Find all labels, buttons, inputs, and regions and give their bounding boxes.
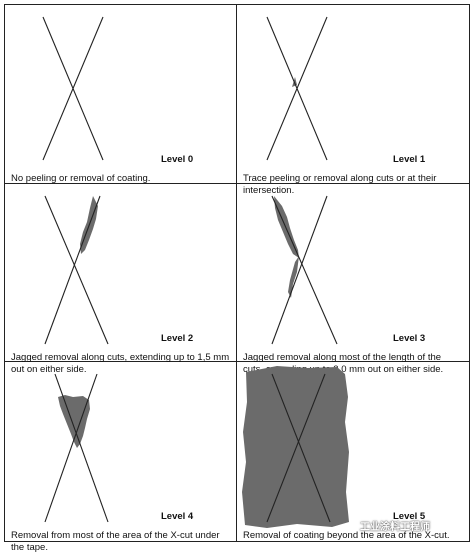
level-2-label: Level 2 [161, 332, 194, 344]
x-cut-rating-grid: Level 0 No peeling or removal of coating… [4, 4, 470, 553]
level-2-description: Jagged removal along cuts, extending up … [11, 351, 230, 375]
level-2-xcut [44, 195, 109, 344]
level-0-description: No peeling or removal of coating. [11, 173, 151, 184]
level-0-label: Level 0 [161, 154, 194, 165]
level-1-label: Level 1 [393, 154, 426, 165]
level-3-panel: Level 3 Jagged removal along most of the… [237, 184, 469, 375]
level-4-xcut [44, 374, 109, 523]
level-3-description: Jagged removal along most of the length … [243, 351, 444, 375]
level-5-description: Removal of coating beyond the area of th… [243, 530, 450, 542]
level-2-panel: Level 2 Jagged removal along cuts, exten… [5, 183, 237, 375]
level-5-panel: Level 5 Removal of coating beyond the ar… [237, 362, 469, 541]
level-1-xcut [266, 16, 328, 161]
level-4-description: Removal from most of the area of the X-c… [11, 530, 220, 554]
level-4-label: Level 4 [161, 511, 194, 523]
level-0-panel: Level 0 No peeling or removal of coating… [5, 5, 237, 184]
watermark-text: 工业涂料工程师 [360, 522, 430, 533]
level-5-label: Level 5 [393, 511, 426, 523]
level-3-label: Level 3 [393, 332, 426, 344]
level-1-description: Trace peeling or removal along cuts or a… [243, 173, 437, 196]
level-4-panel: Level 4 Removal from most of the area of… [5, 362, 237, 553]
level-5-xcut [242, 366, 349, 529]
level-0-xcut [42, 16, 104, 161]
level-1-panel: Level 1 Trace peeling or removal along c… [237, 5, 469, 196]
level-3-xcut [271, 195, 338, 344]
